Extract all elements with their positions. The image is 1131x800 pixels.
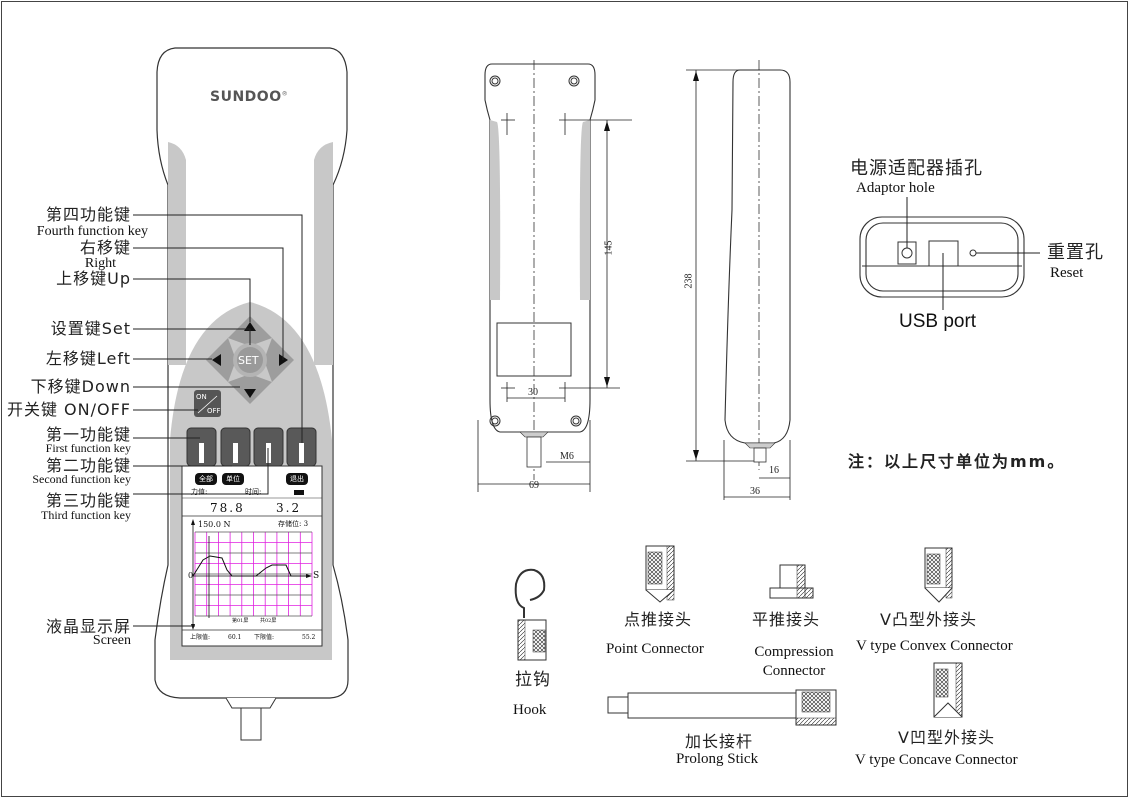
lcd-softkey-all: 全部 xyxy=(195,473,217,485)
side-grip-right xyxy=(314,142,333,365)
label-right-key-en: Right xyxy=(84,256,116,271)
device-front-view xyxy=(154,47,349,741)
d-pad xyxy=(206,316,294,404)
left-arrow-icon xyxy=(212,354,221,366)
label-reset-en: Reset xyxy=(1050,265,1084,281)
label-v-convex-connector-en: V type Convex Connector xyxy=(856,638,1013,654)
v-concave-connector-drawing xyxy=(933,662,963,718)
label-v-concave-connector: V凹型外接头 xyxy=(898,728,995,747)
label-compression-connector: 平推接头 xyxy=(752,610,821,629)
label-hook-en: Hook xyxy=(513,702,547,718)
lcd-upper-limit-value: 60.1 xyxy=(228,634,242,641)
v-convex-connector-drawing xyxy=(924,547,953,603)
device-back-view xyxy=(477,60,632,492)
dim-width: 69 xyxy=(529,480,539,491)
lcd-graph-grid xyxy=(194,531,313,617)
compression-connector-drawing xyxy=(769,564,814,599)
lcd-x-axis: S xyxy=(313,571,320,581)
dim-thread: M6 xyxy=(560,451,574,462)
dim-total-height: 238 xyxy=(683,273,695,289)
battery-icon xyxy=(294,490,304,495)
lcd-storage: 存储位: 3 xyxy=(278,520,309,528)
device-side-view xyxy=(686,60,791,500)
label-right-key: 右移键 xyxy=(79,238,131,257)
label-third-function-key-en: Third function key xyxy=(41,508,131,522)
label-reset: 重置孔 xyxy=(1047,242,1104,263)
lcd-force-value: 78.8 xyxy=(210,501,245,515)
label-second-function-key: 第二功能键 xyxy=(45,456,131,475)
point-connector-drawing xyxy=(645,545,675,603)
label-fourth-function-key: 第四功能键 xyxy=(45,205,131,224)
dim-thread-offset: 16 xyxy=(769,465,779,476)
label-up-key: 上移键Up xyxy=(56,269,131,288)
label-adaptor-hole: 电源适配器插孔 xyxy=(850,158,983,179)
lcd-time-value: 3.2 xyxy=(276,501,302,515)
lcd-page-total: 共02屏 xyxy=(260,618,277,624)
label-point-connector: 点推接头 xyxy=(624,610,693,629)
lcd-softkey-exit: 退出 xyxy=(286,473,308,485)
label-power-key: 开关键 ON/OFF xyxy=(6,400,131,419)
lcd-graph-max: 150.0 N xyxy=(198,520,231,529)
label-screen-en: Screen xyxy=(92,633,131,648)
label-v-convex-connector: V凸型外接头 xyxy=(880,610,977,629)
sensor-stem xyxy=(240,707,262,741)
label-first-function-key: 第一功能键 xyxy=(45,425,131,444)
lcd-upper-limit-label: 上限值: xyxy=(190,634,211,641)
side-grip-left xyxy=(168,142,186,365)
lcd-page-current: 第01屏 xyxy=(232,618,249,624)
label-left-key: 左移键Left xyxy=(45,349,131,368)
label-v-concave-connector-en: V type Concave Connector xyxy=(855,752,1018,768)
dim-front-height: 145 xyxy=(603,240,615,256)
lcd-origin: 0 xyxy=(188,571,194,580)
port-panel xyxy=(859,197,1040,310)
hook-drawing xyxy=(514,568,547,661)
label-second-function-key-en: Second function key xyxy=(32,472,131,486)
label-usb-port: USB port xyxy=(899,311,977,332)
label-adaptor-hole-en: Adaptor hole xyxy=(856,180,935,196)
label-prolong-stick: 加长接杆 xyxy=(685,732,754,751)
label-first-function-key-en: First function key xyxy=(45,441,131,455)
label-point-connector-en: Point Connector xyxy=(606,641,704,657)
label-fourth-function-key-en: Fourth function key xyxy=(36,224,148,239)
label-compression-connector-en: Compression Connector xyxy=(754,644,834,679)
dim-hole-spacing: 30 xyxy=(528,387,538,398)
label-hook: 拉钩 xyxy=(515,670,551,690)
power-on-label: ON xyxy=(196,393,207,401)
brand-logo: SUNDOO® xyxy=(210,89,289,105)
set-key-label: SET xyxy=(238,354,259,367)
label-down-key: 下移键Down xyxy=(30,377,131,396)
label-prolong-stick-en: Prolong Stick xyxy=(676,751,759,767)
down-arrow-icon xyxy=(244,389,256,398)
lcd-force-label: 力值: xyxy=(191,488,208,496)
lcd-time-label: 时间: xyxy=(245,488,262,496)
unit-note: 注：以上尺寸单位为mm。 xyxy=(848,452,1066,471)
prolong-stick-drawing xyxy=(607,689,837,726)
label-set-key: 设置键Set xyxy=(50,319,131,338)
lcd-softkey-unit: 单位 xyxy=(222,473,244,485)
power-off-label: OFF xyxy=(207,407,221,415)
label-screen: 液晶显示屏 xyxy=(45,617,131,636)
leader-lines xyxy=(133,214,303,627)
lcd-lower-limit-label: 下限值: xyxy=(254,634,275,641)
label-third-function-key: 第三功能键 xyxy=(45,491,131,510)
dim-thickness: 36 xyxy=(750,486,760,497)
lcd-lower-limit-value: 55.2 xyxy=(302,634,316,641)
